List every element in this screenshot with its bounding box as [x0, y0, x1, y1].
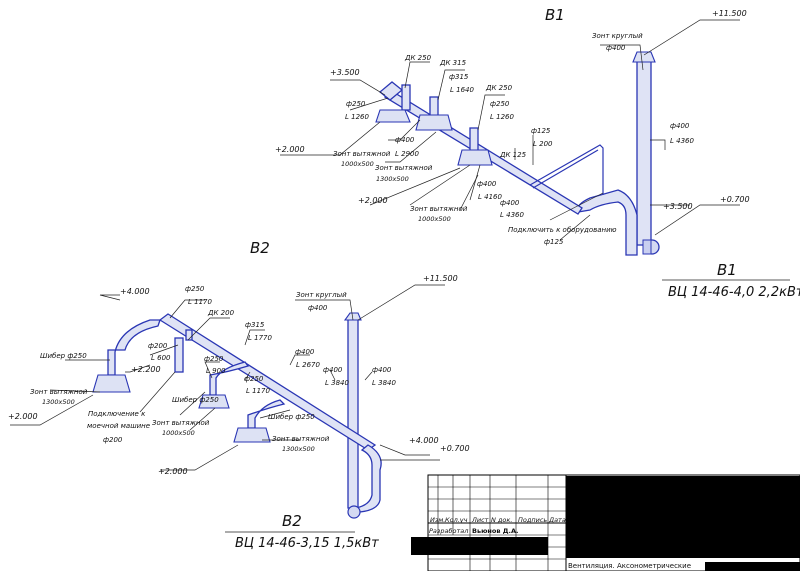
- hood-label: Зонт круглый: [296, 291, 347, 299]
- level-mark: +0.700: [720, 195, 750, 204]
- length-label: L 4360: [500, 211, 524, 219]
- hood-size-label: 1000х500: [162, 429, 195, 437]
- diameter-label: ф315: [245, 321, 265, 329]
- hood-size-label: 1300х500: [376, 175, 409, 183]
- length-label: L 1260: [345, 113, 369, 121]
- hood-size-label: 1300х500: [282, 445, 315, 453]
- length-label: L 1640: [450, 86, 474, 94]
- length-label: L 1170: [188, 298, 212, 306]
- level-mark: +2.000: [8, 412, 38, 421]
- length-label: L 600: [151, 354, 171, 362]
- diameter-label: ф400: [500, 199, 520, 207]
- level-mark: +2.000: [158, 467, 188, 476]
- hood-size-label: 1300х500: [42, 398, 75, 406]
- diameter-label: ф125: [531, 127, 551, 135]
- damper-label: Шибер ф250: [40, 352, 87, 360]
- system-v2-top-title: В2: [250, 239, 270, 257]
- tb-col-izm: Изм.: [430, 516, 445, 524]
- diameter-label: ф250: [185, 285, 205, 293]
- hood-label: Зонт вытяжной: [272, 435, 330, 443]
- level-mark: +11.500: [423, 274, 458, 283]
- diameter-label: ф250: [204, 355, 224, 363]
- length-label: L 3840: [325, 379, 349, 387]
- length-label: L 2900: [395, 150, 419, 158]
- diameter-label: ф400: [323, 366, 343, 374]
- damper-label: ДК 315: [439, 59, 467, 67]
- system-v2-labels: В2 +4.000 ф250 L 1170 ДК 200 ф315 L 1770…: [8, 239, 470, 551]
- diameter-label: ф400: [477, 180, 497, 188]
- redacted-block: [566, 476, 800, 558]
- level-mark: +3.500: [663, 202, 693, 211]
- length-label: L 900: [206, 367, 226, 375]
- tb-col-data: Дата: [548, 516, 566, 524]
- tb-col-list: Лист: [471, 516, 489, 524]
- level-mark: +2.200: [131, 365, 161, 374]
- length-label: L 2670: [296, 361, 320, 369]
- level-mark: +0.700: [440, 444, 470, 453]
- diameter-label: ф400: [295, 348, 315, 356]
- system-v2-ductwork: [92, 312, 382, 519]
- hood-label: Зонт вытяжной: [30, 388, 88, 396]
- tb-col-podp: Подпись: [518, 516, 547, 524]
- diameter-label: ф125: [544, 238, 564, 246]
- fan-v2-name: В2: [282, 512, 302, 530]
- fan-v2-spec: ВЦ 14-46-3,15 1,5кВт: [235, 536, 379, 551]
- connection-note: Подключить к оборудованию: [508, 226, 617, 234]
- diameter-label: ф400: [372, 366, 392, 374]
- level-mark: +4.000: [120, 287, 150, 296]
- level-mark: +11.500: [712, 9, 747, 18]
- hood-label: Зонт вытяжной: [375, 164, 433, 172]
- length-label: L 1170: [246, 387, 270, 395]
- tb-sheet-title: Вентиляция. Аксонометрические: [568, 562, 691, 570]
- hood-size-label: 1000х500: [418, 215, 451, 223]
- diameter-label: ф200: [103, 436, 123, 444]
- damper-label: ДК 250: [485, 84, 513, 92]
- tb-developer-name: Вьюнов Д.А.: [472, 527, 518, 535]
- diameter-label: ф400: [670, 122, 690, 130]
- tb-col-kol: Кол.уч: [445, 516, 468, 524]
- length-label: L 3840: [372, 379, 396, 387]
- length-label: L 4160: [478, 193, 502, 201]
- connection-note: моечной машине: [87, 422, 150, 430]
- hood-label: Зонт вытяжной: [152, 419, 210, 427]
- diameter-label: ф250: [346, 100, 366, 108]
- level-mark: +4.000: [409, 436, 439, 445]
- length-label: L 4360: [670, 137, 694, 145]
- length-label: L 200: [533, 140, 553, 148]
- damper-label: Шибер ф250: [268, 413, 315, 421]
- hood-label: Зонт вытяжной: [333, 150, 391, 158]
- hood-size-label: 1000х500: [341, 160, 374, 168]
- diameter-label: ф250: [244, 375, 264, 383]
- title-block: Изм. Кол.уч Лист N док. Подпись Дата Раз…: [411, 474, 800, 571]
- redacted-block: [411, 537, 548, 555]
- redacted-block: [705, 562, 800, 571]
- diameter-label: ф400: [308, 304, 328, 312]
- length-label: L 1770: [248, 334, 272, 342]
- damper-label: ДК 125: [499, 151, 527, 159]
- level-mark: +3.500: [330, 68, 360, 77]
- system-v1-labels: В1 +11.500 Зонт круглый ф400 ф400 L 4360…: [275, 6, 800, 300]
- length-label: L 1260: [490, 113, 514, 121]
- connection-note: Подключение к: [88, 410, 146, 418]
- diameter-label: ф250: [490, 100, 510, 108]
- damper-label: Шибер ф250: [172, 396, 219, 404]
- hood-label: Зонт вытяжной: [410, 205, 468, 213]
- diameter-label: ф400: [606, 44, 626, 52]
- tb-col-ndok: N док.: [491, 516, 512, 524]
- diameter-label: ф200: [148, 342, 168, 350]
- leader-lines: [10, 19, 740, 471]
- level-mark: +2.000: [275, 145, 305, 154]
- hood-label: Зонт круглый: [592, 32, 643, 40]
- diameter-label: ф400: [395, 136, 415, 144]
- fan-v1-spec: ВЦ 14-46-4,0 2,2кВт: [668, 285, 800, 300]
- diameter-label: ф315: [449, 73, 469, 81]
- damper-label: ДК 200: [207, 309, 235, 317]
- damper-label: ДК 250: [404, 54, 432, 62]
- tb-developer-role: Разработал: [429, 527, 468, 535]
- fan-v1-name: В1: [717, 261, 737, 279]
- level-mark: +2.000: [358, 196, 388, 205]
- system-v1-ductwork: [375, 51, 660, 256]
- system-v1-top-title: В1: [545, 6, 565, 24]
